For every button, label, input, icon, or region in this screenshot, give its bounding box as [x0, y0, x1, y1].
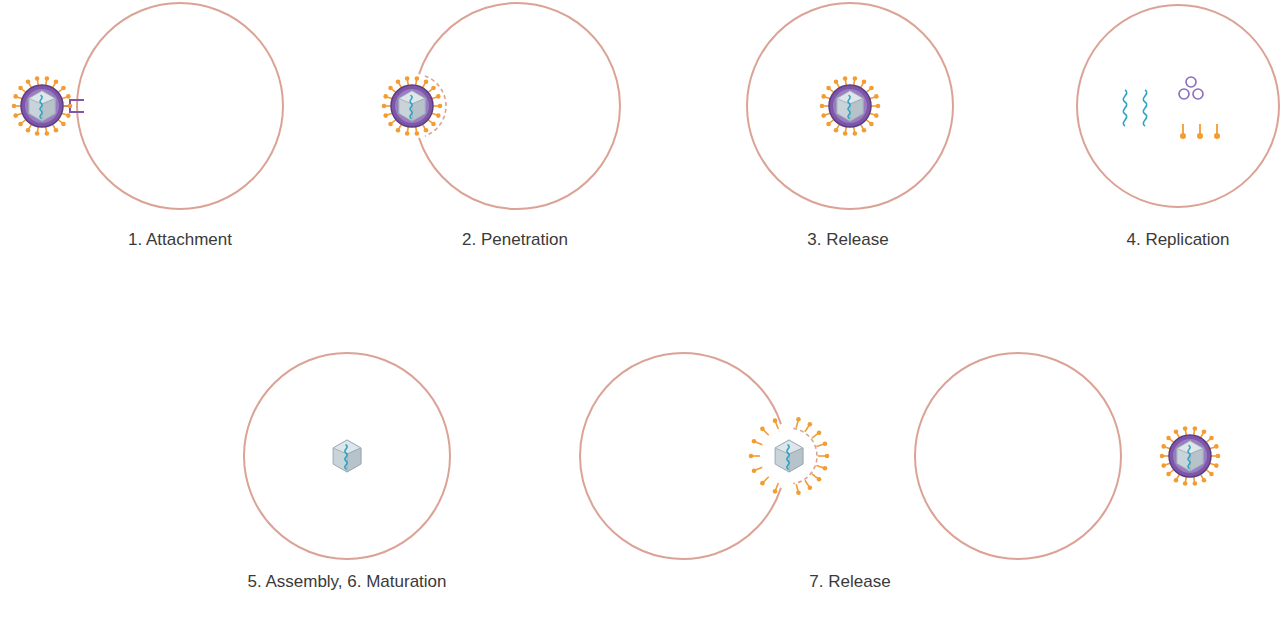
step-label: 7. Release	[809, 572, 890, 592]
spike-protein	[1214, 133, 1220, 139]
host-cell	[419, 3, 620, 209]
capsid	[775, 440, 803, 472]
host-cell	[77, 3, 283, 209]
step-label: 1. Attachment	[128, 230, 232, 250]
virus-particle	[382, 76, 443, 136]
viral-protein	[1193, 89, 1203, 99]
host-cell	[915, 353, 1121, 559]
host-cell	[244, 353, 450, 559]
step-label: 4. Replication	[1126, 230, 1229, 250]
capsid	[333, 440, 361, 472]
virus-particle	[1160, 426, 1221, 486]
virus-particle	[12, 76, 73, 136]
step-label: 2. Penetration	[462, 230, 568, 250]
host-cell	[1077, 5, 1279, 207]
budding-spikes	[749, 417, 830, 495]
viral-genome	[1123, 90, 1126, 126]
spike-protein	[1197, 133, 1203, 139]
viral-genome	[1143, 90, 1146, 126]
viral-protein	[1179, 89, 1189, 99]
spike-protein	[1180, 133, 1186, 139]
step-label: 3. Release	[807, 230, 888, 250]
step-label: 5. Assembly, 6. Maturation	[247, 572, 446, 592]
virus-particle	[820, 76, 881, 136]
viral-protein	[1186, 77, 1196, 87]
host-cell	[580, 353, 781, 559]
host-cell	[747, 3, 953, 209]
